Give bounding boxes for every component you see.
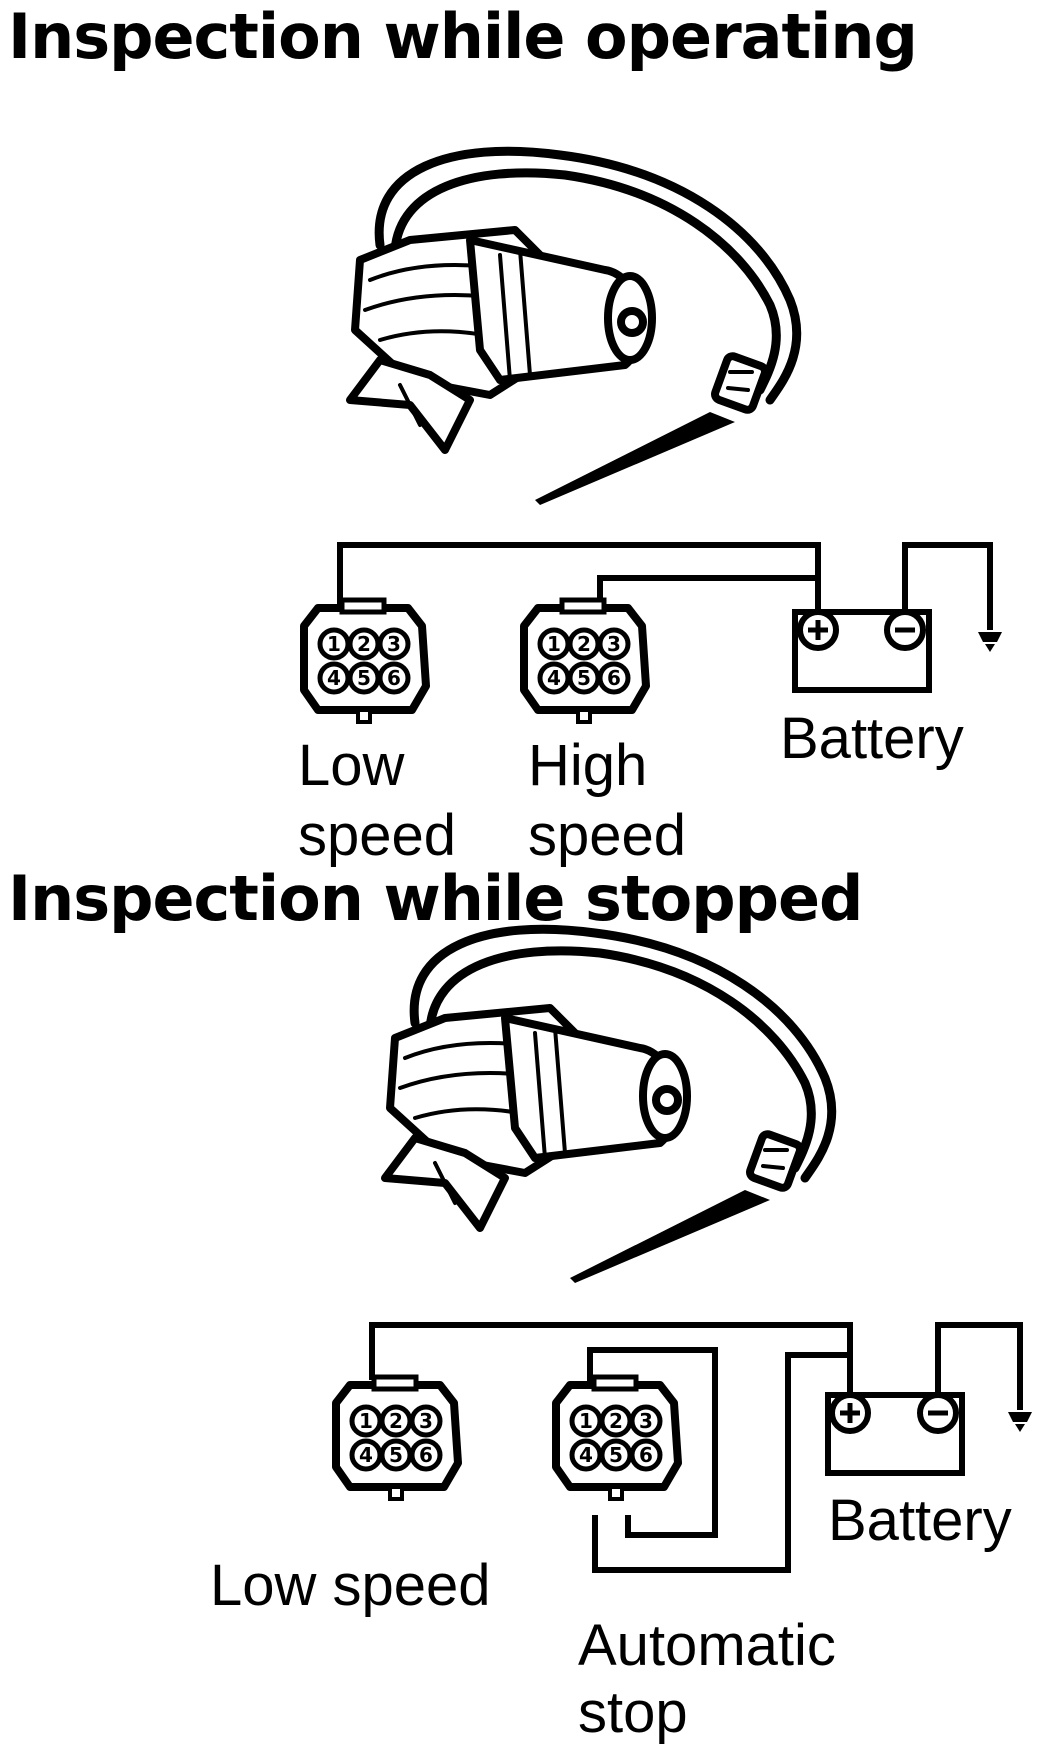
svg-text:3: 3 (419, 1409, 433, 1433)
svg-text:2: 2 (357, 632, 371, 656)
wiper-motor-icon (385, 929, 832, 1283)
svg-text:6: 6 (639, 1443, 653, 1467)
battery-icon (792, 609, 932, 693)
svg-text:6: 6 (607, 666, 621, 690)
label-speed: speed (528, 803, 686, 868)
connector-pins: 1 2 3 4 5 6 (327, 632, 401, 690)
wiring-stopped (369, 1322, 1023, 1573)
svg-text:2: 2 (389, 1409, 403, 1433)
section-heading-stopped: Inspection while stopped (8, 862, 862, 935)
label-speed: speed (298, 803, 456, 868)
connector-low-speed: 1 2 3 4 5 6 (336, 1377, 458, 1499)
svg-text:1: 1 (579, 1409, 593, 1433)
connector-automatic-stop: 1 2 3 4 5 6 (556, 1377, 678, 1499)
section-stopped: Inspection while stopped 1 2 3 4 5 6 (8, 862, 1032, 1745)
svg-text:3: 3 (607, 632, 621, 656)
wiper-motor-icon (350, 151, 797, 505)
label-battery: Battery (828, 1488, 1012, 1553)
svg-text:2: 2 (577, 632, 591, 656)
connector-low-speed: 1 2 3 4 5 6 (304, 600, 426, 722)
label-low: Low (298, 733, 406, 798)
svg-text:5: 5 (577, 666, 591, 690)
label-low-speed: Low speed (210, 1553, 491, 1618)
svg-text:5: 5 (609, 1443, 623, 1467)
label-battery: Battery (780, 706, 964, 771)
connector-pins: 1 2 3 4 5 6 (579, 1409, 653, 1467)
section-heading-operating: Inspection while operating (8, 0, 917, 73)
label-automatic: Automatic (578, 1613, 836, 1678)
ground-icon (1008, 1412, 1032, 1432)
svg-text:5: 5 (389, 1443, 403, 1467)
svg-text:1: 1 (327, 632, 341, 656)
svg-text:4: 4 (327, 666, 341, 690)
connector-pins: 1 2 3 4 5 6 (359, 1409, 433, 1467)
label-high: High (528, 733, 647, 798)
svg-text:4: 4 (579, 1443, 593, 1467)
connector-high-speed: 1 2 3 4 5 6 (524, 600, 646, 722)
connector-pins: 1 2 3 4 5 6 (547, 632, 621, 690)
battery-icon (825, 1392, 965, 1476)
svg-text:6: 6 (419, 1443, 433, 1467)
svg-text:4: 4 (547, 666, 561, 690)
svg-text:4: 4 (359, 1443, 373, 1467)
svg-text:3: 3 (639, 1409, 653, 1433)
label-stop: stop (578, 1680, 688, 1745)
svg-text:1: 1 (359, 1409, 373, 1433)
svg-text:2: 2 (609, 1409, 623, 1433)
svg-text:5: 5 (357, 666, 371, 690)
ground-icon (978, 632, 1002, 652)
svg-text:3: 3 (387, 632, 401, 656)
svg-text:1: 1 (547, 632, 561, 656)
section-operating: Inspection while operating 1 2 3 4 5 6 (8, 0, 1002, 868)
svg-text:6: 6 (387, 666, 401, 690)
